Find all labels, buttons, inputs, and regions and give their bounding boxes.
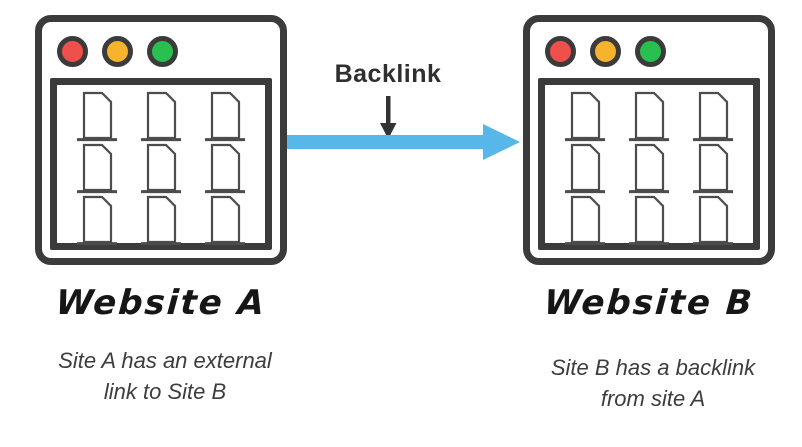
backlink-label: Backlink	[334, 60, 442, 88]
right-arrow-icon	[287, 119, 521, 170]
page-icon	[626, 195, 672, 247]
website-b-title: Website B	[542, 283, 756, 323]
traffic-light-dots	[57, 36, 178, 67]
page-icon	[202, 195, 248, 247]
red-dot-icon	[57, 36, 88, 67]
red-dot-icon	[545, 36, 576, 67]
caption-line: Site A has an external	[58, 348, 272, 373]
website-b-content-grid	[538, 78, 760, 250]
website-a-content-grid	[50, 78, 272, 250]
green-dot-icon	[635, 36, 666, 67]
website-b-caption: Site B has a backlink from site A	[508, 352, 798, 414]
page-icon	[626, 91, 672, 143]
page-icon	[74, 143, 120, 195]
page-icon	[74, 195, 120, 247]
page-icon	[138, 91, 184, 143]
page-icon	[202, 91, 248, 143]
page-icon	[138, 143, 184, 195]
website-a-window	[35, 15, 287, 265]
page-icon	[202, 143, 248, 195]
website-a-caption: Site A has an external link to Site B	[20, 345, 310, 407]
caption-line: link to Site B	[103, 379, 227, 404]
page-icon	[74, 91, 120, 143]
website-a-title: Website A	[54, 283, 268, 323]
green-dot-icon	[147, 36, 178, 67]
page-icon	[690, 91, 736, 143]
page-icon	[562, 195, 608, 247]
website-b-window	[523, 15, 775, 265]
page-icon	[562, 91, 608, 143]
down-arrow-icon	[378, 96, 398, 145]
yellow-dot-icon	[102, 36, 133, 67]
traffic-light-dots	[545, 36, 666, 67]
caption-line: from site A	[600, 386, 706, 411]
page-icon	[690, 143, 736, 195]
page-icon	[626, 143, 672, 195]
caption-line: Site B has a backlink	[550, 355, 756, 380]
page-icon	[138, 195, 184, 247]
page-icon	[690, 195, 736, 247]
yellow-dot-icon	[590, 36, 621, 67]
page-icon	[562, 143, 608, 195]
